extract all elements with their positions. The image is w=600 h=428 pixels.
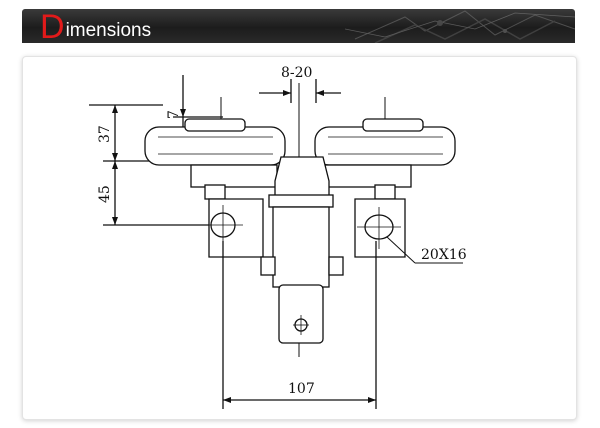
- left-bracket: [203, 198, 264, 258]
- right-bracket: [354, 198, 406, 258]
- dim-top-label: 8-20: [281, 65, 312, 81]
- dim-upper-label: 37: [97, 125, 113, 143]
- title-initial: D: [40, 9, 65, 43]
- right-wheel: [314, 118, 456, 166]
- dim-bottom-label: 107: [288, 381, 315, 397]
- section-header: D imensions: [22, 9, 575, 43]
- header-texture: [345, 10, 575, 43]
- dim-small-label: 7: [166, 110, 182, 119]
- top-dimension: 8-20: [259, 65, 341, 103]
- title-text: imensions: [65, 20, 152, 41]
- drawing-panel: 8-20 37 45 7: [22, 56, 577, 420]
- section-title: D imensions: [40, 10, 151, 43]
- dim-lower-label: 45: [97, 185, 113, 203]
- dimension-drawing: 8-20 37 45 7: [89, 65, 467, 409]
- bottom-dimension: 107: [222, 241, 377, 409]
- axle-housings: [190, 164, 412, 200]
- dim-hole-label: 20X16: [421, 247, 467, 263]
- hole-callout: 20X16: [386, 236, 467, 264]
- central-hanger: [260, 156, 344, 344]
- left-wheel: [144, 118, 286, 166]
